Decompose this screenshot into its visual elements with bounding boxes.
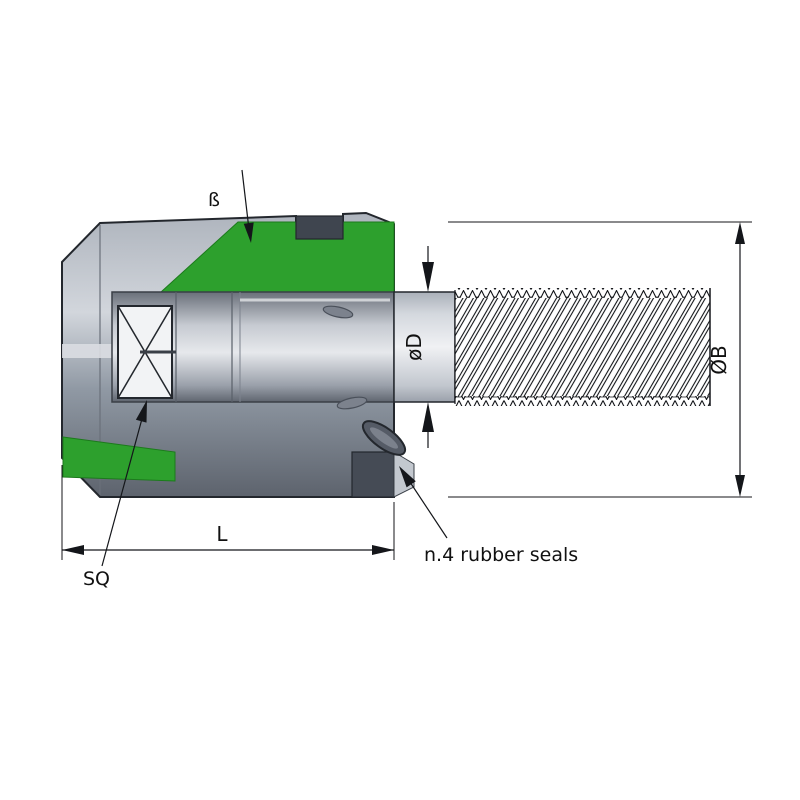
dim-length: L (61, 465, 395, 560)
thread-crest-top (455, 288, 710, 298)
taper-angle-label: ß (208, 189, 220, 211)
d-arrow-top (422, 262, 434, 292)
pilot-cylinder (393, 291, 456, 403)
spanner-slot (295, 215, 344, 240)
dim-square-socket: SQ (83, 400, 147, 590)
seal-slot-bottom (336, 396, 368, 410)
outer-diameter-label: ØB (707, 345, 731, 374)
section-cut-green (62, 215, 395, 482)
dim-taper-angle: ß (208, 169, 254, 243)
seals-annotation: n.4 rubber seals (399, 466, 578, 566)
square-socket-label: SQ (83, 568, 110, 590)
seal-slot-top (322, 305, 354, 319)
rubber-seal-highlight (369, 427, 399, 449)
sq-arrowhead (135, 400, 147, 423)
seals-arrowhead (399, 466, 416, 488)
bottom-slot (351, 451, 395, 498)
l-arrow-left (62, 545, 84, 555)
collet-pilot-cylinder (393, 291, 456, 403)
inner-diameter-label: øD (402, 333, 426, 361)
face-highlight-band (62, 344, 116, 358)
l-arrow-right (372, 545, 394, 555)
seals-note-label: n.4 rubber seals (424, 544, 578, 566)
threaded-shank (454, 288, 711, 406)
collet-cavity (111, 291, 395, 410)
dim-outer-diameter: ØB (448, 221, 752, 498)
green-lower-section (62, 436, 176, 482)
d-arrow-bottom (422, 402, 434, 432)
thread-crest-bottom (455, 396, 710, 406)
length-label: L (216, 522, 228, 546)
b-arrow-top (735, 222, 745, 244)
b-arrow-bottom (735, 475, 745, 497)
taper-arrowhead (243, 222, 254, 243)
dim-inner-diameter: øD (402, 246, 434, 448)
sq-leader-line (101, 403, 147, 567)
thread-hatching (455, 297, 710, 397)
